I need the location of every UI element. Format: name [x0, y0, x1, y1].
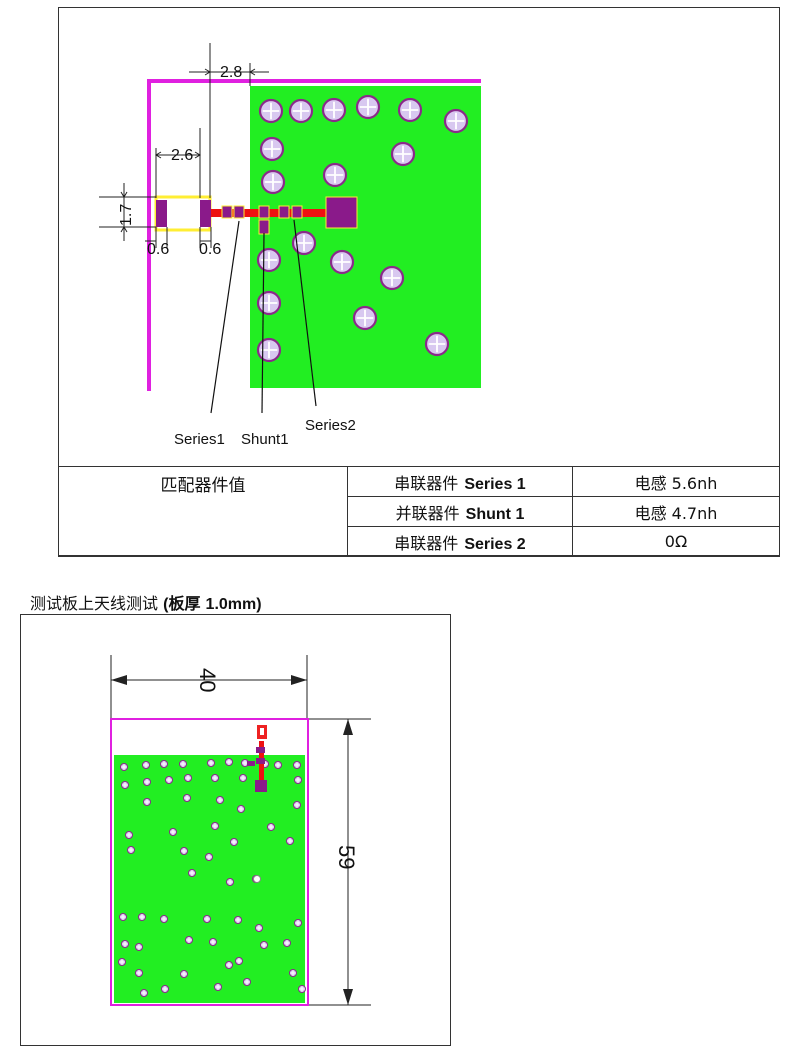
callout-series2: Series2	[305, 417, 356, 434]
board-ground-plane	[114, 755, 305, 1003]
board-mounting-hole	[253, 875, 261, 883]
row-value: 电感 5.6nh	[634, 473, 718, 493]
callout-series1: Series1	[174, 431, 225, 448]
board-component	[247, 761, 255, 766]
height-dimension	[308, 718, 371, 1006]
table-row-label: 并联器件 Shunt 1	[347, 496, 573, 527]
row-value: 0Ω	[664, 532, 688, 551]
table-row-value: 电感 4.7nh	[572, 496, 780, 527]
test-board-thickness: 1.0mm)	[205, 596, 262, 613]
dimension-lines	[99, 43, 269, 248]
callout-leaders	[210, 219, 317, 414]
row-label-cn: 串联器件	[394, 533, 459, 553]
clearance-outline	[147, 79, 481, 391]
antenna-pad	[325, 196, 358, 229]
board-component	[256, 758, 265, 764]
via-group	[256, 94, 469, 363]
table-row-label: 串联器件 Series 1	[347, 466, 573, 497]
table-header-cell: 匹配器件值	[58, 466, 348, 557]
series1-component	[221, 205, 233, 219]
board-component	[256, 747, 265, 753]
feed-pad-left	[156, 200, 167, 227]
row-label-en: Series 2	[464, 535, 526, 553]
rf-trace	[211, 209, 329, 217]
shunt1-component	[258, 219, 270, 235]
row-label-cn: 并联器件	[395, 503, 460, 523]
dim-gap-width: 2.8	[220, 64, 242, 81]
dim-pad-right: 0.6	[199, 241, 221, 258]
test-board-title-paren: (板厚	[163, 596, 201, 613]
antenna-closeup-panel: 2.8 2.6 1.7 0.6 0.6 Series1 Shunt1 Serie…	[58, 7, 780, 556]
antenna-closeup-diagram: 2.8 2.6 1.7 0.6 0.6 Series1 Shunt1 Serie…	[99, 43, 481, 448]
series1-component	[233, 205, 245, 219]
row-label-en: Shunt 1	[465, 505, 525, 523]
dim-pad-height: 1.7	[118, 204, 135, 226]
table-row-value: 0Ω	[572, 526, 780, 557]
dim-pad-left: 0.6	[147, 241, 169, 258]
row-value: 电感 4.7nh	[634, 503, 718, 523]
test-board-title: 测试板上天线测试 (板厚 1.0mm)	[30, 590, 262, 614]
board-feed-slot	[260, 728, 264, 735]
test-board-diagram: 40 59	[110, 655, 371, 1006]
series2-component	[278, 205, 290, 219]
series2-component	[291, 205, 303, 219]
board-via-group	[118, 758, 306, 997]
table-row-value: 电感 5.6nh	[572, 466, 780, 497]
row-label-en: Series 1	[464, 475, 526, 493]
table-row-label: 串联器件 Series 2	[347, 526, 573, 557]
callout-shunt1: Shunt1	[241, 431, 289, 448]
test-board-title-cn: 测试板上天线测试	[30, 594, 159, 613]
feed-pad-right	[200, 200, 211, 227]
dim-pad-pitch: 2.6	[171, 147, 193, 164]
shunt1-component	[258, 205, 270, 219]
dim-board-height: 59	[334, 845, 359, 869]
test-board-panel: 40 59	[20, 614, 451, 1046]
dim-board-width: 40	[195, 668, 220, 692]
board-antenna-pad	[255, 780, 267, 792]
row-label-cn: 串联器件	[394, 473, 459, 493]
table-header: 匹配器件值	[160, 476, 246, 496]
width-dimension	[110, 655, 308, 718]
